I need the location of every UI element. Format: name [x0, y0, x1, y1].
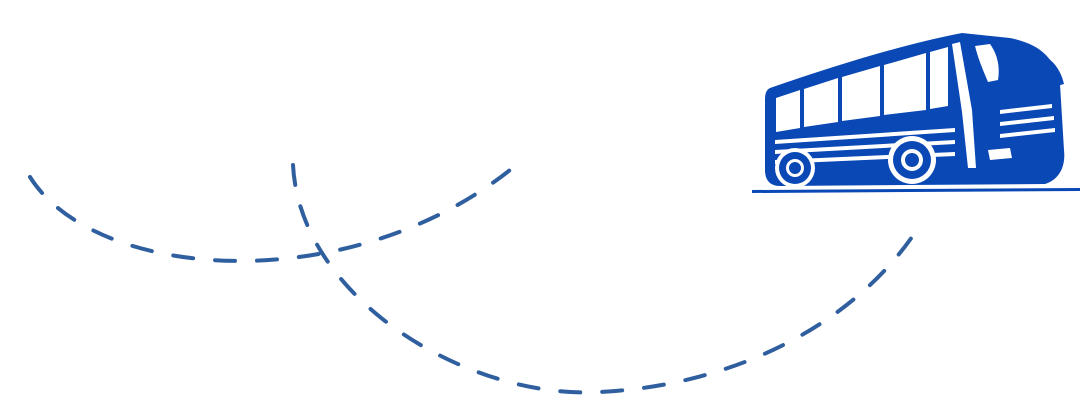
bus-grille-2	[1000, 116, 1054, 126]
bus-mirror	[1030, 52, 1064, 86]
bus-icon	[752, 33, 1080, 193]
bus-ground-shadow	[752, 188, 1080, 193]
bus-front-pillar	[952, 42, 976, 168]
bus-window-3	[842, 66, 880, 121]
bus-window-5	[930, 47, 948, 109]
dashed-route-paths	[28, 163, 922, 395]
bus-grille-1	[1000, 104, 1052, 114]
route-curve-main	[291, 163, 922, 395]
bus-front-wheel	[893, 141, 931, 179]
bus-windshield	[975, 44, 999, 82]
bus-headlight	[988, 148, 1012, 160]
bus-window-4	[884, 53, 926, 115]
route-curve-left	[28, 168, 512, 263]
bus-grille-3	[1000, 128, 1055, 138]
bus-stripe-1	[775, 128, 955, 144]
bus-window-1	[776, 90, 800, 132]
bus-window-2	[804, 78, 838, 127]
bus-rear-wheel	[779, 152, 811, 184]
